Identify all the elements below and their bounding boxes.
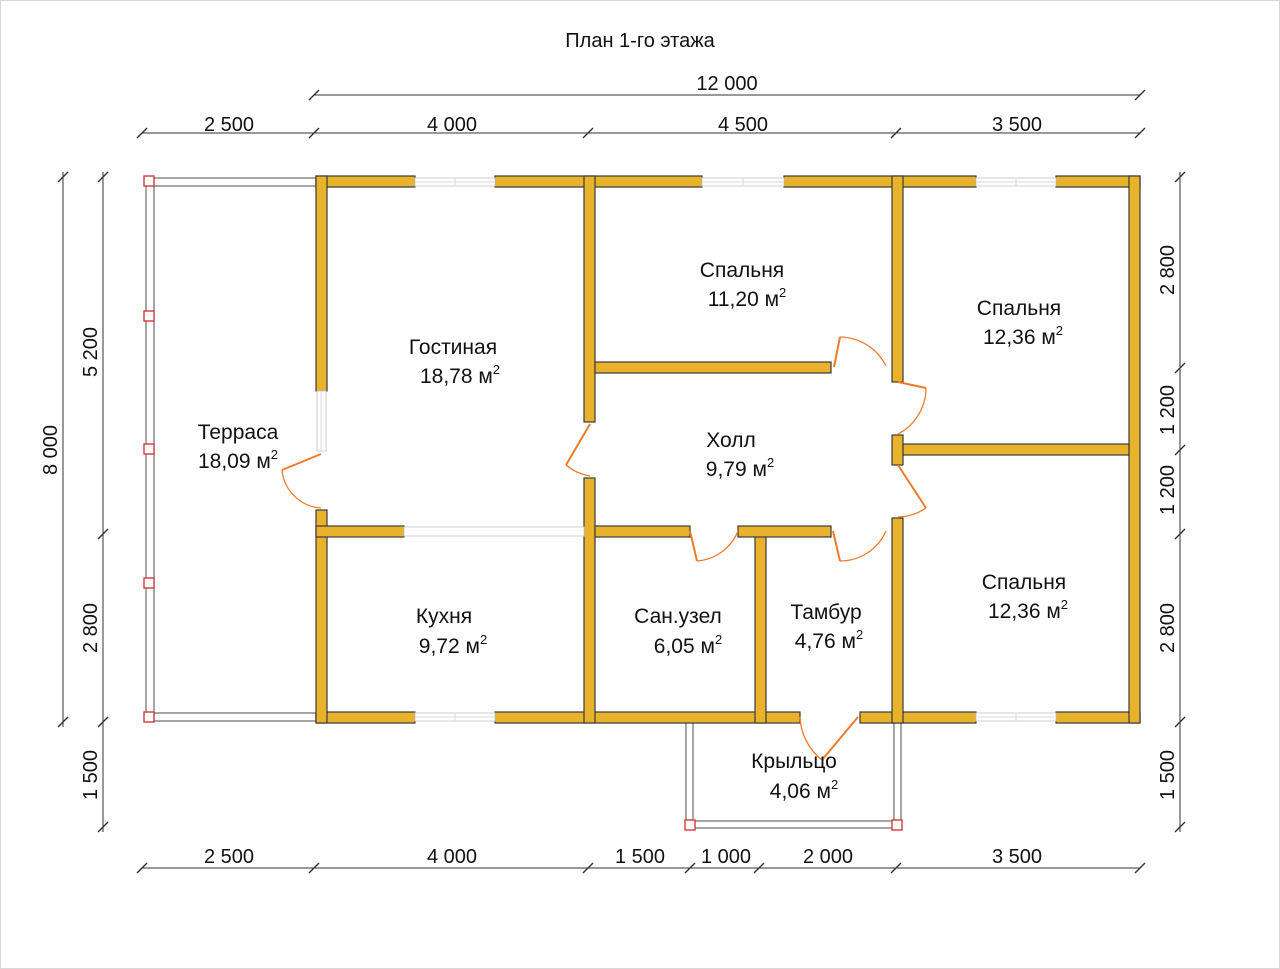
dimension-lines	[57, 89, 1186, 874]
dim-top-2: 4 000	[427, 114, 477, 136]
room-bedroom-right-top-name: Спальня	[977, 297, 1061, 320]
porch-railing	[684, 721, 903, 831]
room-bedroom-right-bottom-area: 12,36 м2	[988, 597, 1068, 623]
room-bathroom-name: Сан.узел	[634, 605, 722, 628]
dim-top-3: 4 500	[718, 114, 768, 136]
dim-bottom-4: 1 000	[701, 846, 751, 868]
dim-left-2: 2 800	[80, 603, 102, 653]
dim-left-3: 1 500	[80, 750, 102, 800]
dim-top-4: 3 500	[992, 114, 1042, 136]
dim-bottom-1: 2 500	[204, 846, 254, 868]
dim-left-1: 5 200	[80, 327, 102, 377]
room-living-area: 18,78 м2	[420, 362, 500, 388]
room-bedroom-right-bottom-name: Спальня	[982, 571, 1066, 594]
plan-title: План 1-го этажа	[565, 30, 715, 52]
room-terrace-name: Терраса	[198, 421, 279, 444]
room-kitchen-area: 9,72 м2	[419, 632, 487, 658]
windows	[316, 177, 1057, 722]
room-hall-name: Холл	[706, 429, 756, 452]
room-terrace-area: 18,09 м2	[198, 447, 278, 473]
terrace-railing	[143, 175, 317, 723]
dim-left-overall: 8 000	[40, 425, 62, 475]
room-hall-area: 9,79 м2	[706, 455, 774, 481]
dim-top-1: 2 500	[204, 114, 254, 136]
room-kitchen-name: Кухня	[416, 605, 472, 628]
dim-bottom-2: 4 000	[427, 846, 477, 868]
room-vestibule-area: 4,76 м2	[795, 627, 863, 653]
room-bedroom-right-top-area: 12,36 м2	[983, 323, 1063, 349]
doors	[281, 336, 927, 761]
dim-bottom-5: 2 000	[803, 846, 853, 868]
room-bedroom-top-area: 11,20 м2	[708, 285, 787, 311]
walls	[315, 175, 1141, 724]
dim-right-4: 2 800	[1157, 603, 1179, 653]
room-bathroom-area: 6,05 м2	[654, 632, 722, 658]
dim-right-1: 2 800	[1157, 245, 1179, 295]
dim-bottom-6: 3 500	[992, 846, 1042, 868]
dim-right-5: 1 500	[1157, 750, 1179, 800]
dim-bottom-3: 1 500	[615, 846, 665, 868]
room-bedroom-top-name: Спальня	[700, 259, 784, 282]
room-porch-name: Крыльцо	[751, 750, 837, 773]
room-porch-area: 4,06 м2	[770, 777, 838, 803]
dim-overall-top: 12 000	[696, 73, 757, 95]
room-vestibule-name: Тамбур	[790, 601, 861, 624]
room-living-name: Гостиная	[409, 336, 497, 359]
dim-right-2: 1 200	[1157, 385, 1179, 435]
dim-right-3: 1 200	[1157, 465, 1179, 515]
